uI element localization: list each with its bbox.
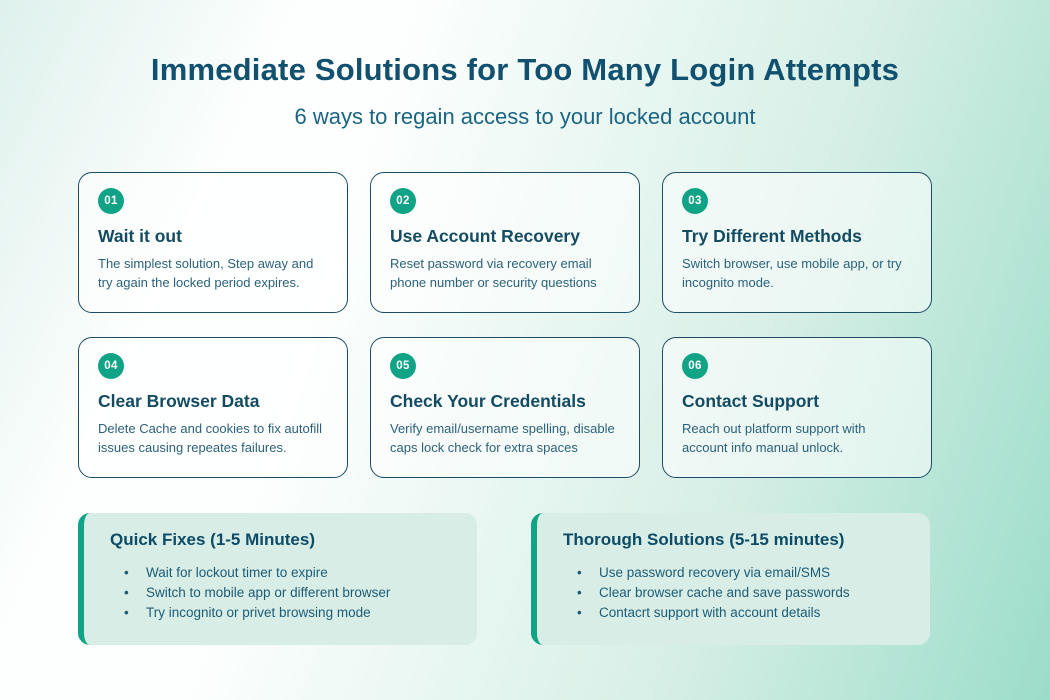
step-number-badge: 01 [98, 188, 124, 214]
solution-card: 01 Wait it out The simplest solution, St… [78, 172, 348, 313]
solution-card: 03 Try Different Methods Switch browser,… [662, 172, 932, 313]
summary-panel: Quick Fixes (1-5 Minutes) Wait for locko… [78, 513, 477, 645]
step-number: 05 [396, 360, 410, 372]
card-description: The simplest solution, Step away and try… [98, 256, 314, 291]
card-description: Reach out platform support with account … [682, 421, 866, 456]
step-number-badge: 06 [682, 353, 708, 379]
panel-list-item: Contacrt support with account details [577, 603, 910, 623]
panel-list-item: Wait for lockout timer to expire [124, 563, 457, 583]
solution-card: 05 Check Your Credentials Verify email/u… [370, 337, 640, 478]
panel-list-item: Use password recovery via email/SMS [577, 563, 910, 583]
step-number: 02 [396, 195, 410, 207]
step-number-badge: 02 [390, 188, 416, 214]
panel-title: Quick Fixes (1-5 Minutes) [110, 530, 315, 549]
panel-list-item: Try incognito or privet browsing mode [124, 603, 457, 623]
solution-card: 02 Use Account Recovery Reset password v… [370, 172, 640, 313]
card-description: Reset password via recovery email phone … [390, 256, 597, 291]
step-number-badge: 04 [98, 353, 124, 379]
solution-card: 04 Clear Browser Data Delete Cache and c… [78, 337, 348, 478]
card-title: Wait it out [98, 226, 182, 246]
card-description: Delete Cache and cookies to fix autofill… [98, 421, 323, 456]
summary-panels: Quick Fixes (1-5 Minutes) Wait for locko… [78, 513, 930, 645]
panel-list-item: Clear browser cache and save passwords [577, 583, 910, 603]
page-subtitle: 6 ways to regain access to your locked a… [294, 104, 756, 129]
panel-list-item: Switch to mobile app or different browse… [124, 583, 457, 603]
panel-title: Thorough Solutions (5-15 minutes) [563, 530, 845, 549]
step-number: 06 [688, 360, 702, 372]
card-title: Clear Browser Data [98, 391, 260, 411]
step-number-badge: 05 [390, 353, 416, 379]
page-title: Immediate Solutions for Too Many Login A… [150, 52, 900, 87]
card-title: Check Your Credentials [390, 391, 586, 411]
step-number: 01 [104, 195, 118, 207]
card-title: Contact Support [682, 391, 820, 411]
card-title: Use Account Recovery [390, 226, 580, 246]
card-description: Switch browser, use mobile app, or try i… [682, 256, 902, 291]
panel-list: Wait for lockout timer to expireSwitch t… [110, 563, 457, 623]
summary-panel: Thorough Solutions (5-15 minutes) Use pa… [531, 513, 930, 645]
card-description: Verify email/username spelling, disable … [390, 421, 615, 456]
step-number: 04 [104, 360, 118, 372]
step-number: 03 [688, 195, 702, 207]
panel-list: Use password recovery via email/SMSClear… [563, 563, 910, 623]
solution-card: 06 Contact Support Reach out platform su… [662, 337, 932, 478]
step-number-badge: 03 [682, 188, 708, 214]
card-title: Try Different Methods [682, 226, 862, 246]
solution-cards-grid: 01 Wait it out The simplest solution, St… [78, 172, 932, 478]
